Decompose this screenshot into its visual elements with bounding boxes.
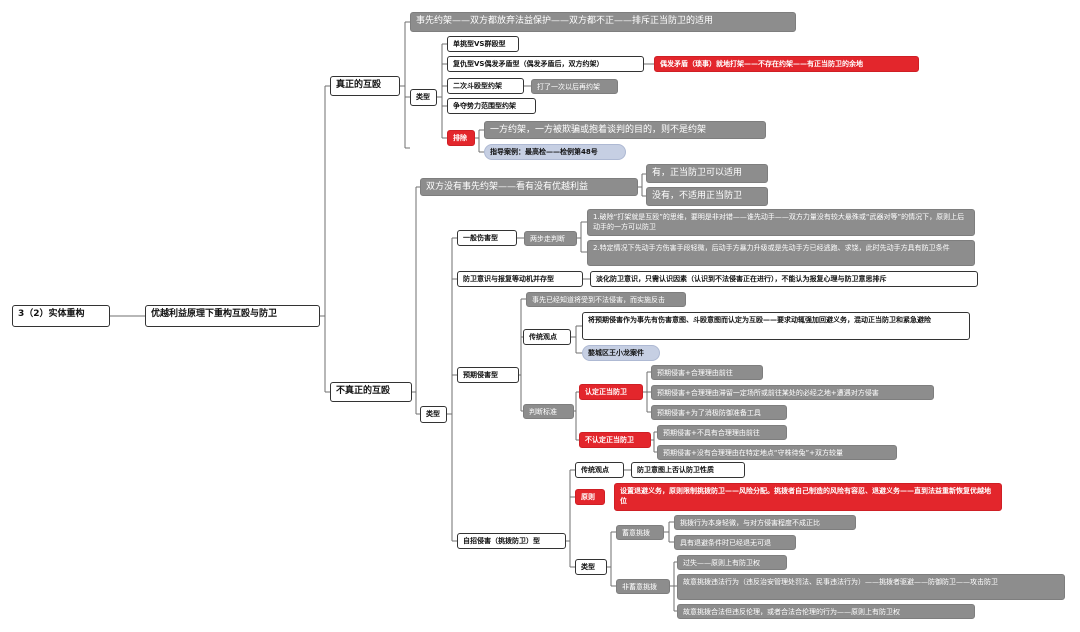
type-revenge-vs-sudden[interactable]: 复仇型VS偶发矛盾型（偶发矛盾后，双方约架） <box>447 56 644 72</box>
self-traditional-view[interactable]: 传统观点 <box>575 462 624 478</box>
recog-criterion-1[interactable]: 预期侵害+合理理由前往 <box>651 365 763 380</box>
type-second-fight[interactable]: 二次斗殴型约架 <box>447 78 524 94</box>
judgment-criteria[interactable]: 判断标准 <box>523 404 574 419</box>
not-recognize-defense-node[interactable]: 不认定正当防卫 <box>579 432 651 448</box>
guiding-case-48[interactable]: 指导案例：最高检——检例第48号 <box>484 144 626 160</box>
root-node[interactable]: 3（2）实体重构 <box>12 305 110 327</box>
defense-revenge-coexist-node[interactable]: 防卫意识与报复等动机并存型 <box>457 271 583 287</box>
anticipated-infringement-node[interactable]: 预期侵害型 <box>457 367 519 383</box>
yes-superior-interest[interactable]: 有，正当防卫可以适用 <box>646 164 768 183</box>
wangxiaolong-case[interactable]: 婺城区王小龙案件 <box>582 345 660 361</box>
self-traditional-text[interactable]: 防卫意图上否认防卫性质 <box>631 462 745 478</box>
not-real-type-node[interactable]: 类型 <box>420 406 447 423</box>
exclude-node[interactable]: 排除 <box>447 130 475 146</box>
real-type-node[interactable]: 类型 <box>410 89 437 106</box>
type-territory[interactable]: 争夺势力范围型约架 <box>447 98 536 114</box>
principle-node[interactable]: 原则 <box>575 489 605 505</box>
coexist-text[interactable]: 淡化防卫意识，只需认识因素（认识到不法侵害正在进行），不能认为报复心理与防卫意思… <box>590 271 978 287</box>
anticipated-traditional-view[interactable]: 传统观点 <box>523 329 571 345</box>
notrecog-criterion-2[interactable]: 预期侵害+没有合理理由在特定地点“守株待兔”+双方较量 <box>657 445 897 460</box>
recog-criterion-2[interactable]: 预期侵害+合理理由滞留一定场所或前往某处的必经之地+遭遇对方侵害 <box>651 385 934 400</box>
principle-text[interactable]: 设置退避义务，原则限制挑拨防卫——风险分配。挑拨者自己制造的风险有容忍、退避义务… <box>614 483 1002 511</box>
no-prior-agreement-node[interactable]: 双方没有事先约架——看有没有优越利益 <box>420 178 638 196</box>
not-real-fight-node[interactable]: 不真正的互殴 <box>330 382 412 402</box>
main-topic-node[interactable]: 优越利益原理下重构互殴与防卫 <box>145 305 320 327</box>
intent-criterion-1[interactable]: 挑拨行为本身轻微，与对方侵害程度不成正比 <box>674 515 856 530</box>
anticipated-knowledge-note[interactable]: 事先已经知道将受到不法侵害，而实施反击 <box>526 292 686 307</box>
step-one-text[interactable]: 1.破除“打架就是互殴”的思维，要明是非对错——谁先动手——双方力量没有较大悬殊… <box>587 209 975 236</box>
sudden-conflict-note[interactable]: 偶发矛盾（琐事）就地打架——不存在约架——有正当防卫的余地 <box>654 56 919 72</box>
recognize-defense-node[interactable]: 认定正当防卫 <box>579 384 643 400</box>
type-single-vs-group[interactable]: 单挑型VS群殴型 <box>447 36 519 52</box>
prior-agreement-node[interactable]: 事先约架——双方都放弃法益保护——双方都不正——排斥正当防卫的适用 <box>410 12 796 32</box>
no-superior-interest[interactable]: 没有，不适用正当防卫 <box>646 187 768 206</box>
intent-criterion-2[interactable]: 具有退避条件时已经退无可退 <box>674 535 796 550</box>
recog-criterion-3[interactable]: 预期侵害+为了消极防御准备工具 <box>651 405 787 420</box>
intentional-provocation[interactable]: 蓄意挑拨 <box>616 525 664 540</box>
nonintent-criterion-1[interactable]: 过失——原则上有防卫权 <box>677 555 787 570</box>
two-step-judgment[interactable]: 两步走判断 <box>524 231 577 246</box>
non-intentional-provocation[interactable]: 非蓄意挑拨 <box>616 579 670 594</box>
nonintent-criterion-2[interactable]: 故意挑拨违法行为（违反治安管理处罚法、民事违法行为）——挑拨者驱避——防御防卫—… <box>677 574 1065 600</box>
exclude-deception-node[interactable]: 一方约架，一方被欺骗或抱着谈判的目的，则不是约架 <box>484 121 766 139</box>
anticipated-traditional-text[interactable]: 将预期侵害作为事先有伤害意图、斗殴意图而认定为互殴——要求动辄强加回避义务，混动… <box>582 312 970 340</box>
self-type-node[interactable]: 类型 <box>575 559 607 575</box>
self-provoked-node[interactable]: 自招侵害（挑拨防卫）型 <box>457 533 566 549</box>
general-injury-node[interactable]: 一般伤害型 <box>457 230 517 246</box>
real-fight-node[interactable]: 真正的互殴 <box>330 76 400 96</box>
notrecog-criterion-1[interactable]: 预期侵害+不具有合理理由前往 <box>657 425 787 440</box>
step-two-text[interactable]: 2.特定情况下先动手方伤害手段轻微，后动手方暴力升级或是先动手方已经逃跑、求饶，… <box>587 240 975 266</box>
second-fight-note[interactable]: 打了一次以后再约架 <box>531 79 618 94</box>
nonintent-criterion-3[interactable]: 故意挑拨合法但违反伦理，或者合法合伦理的行为——原则上有防卫权 <box>677 604 975 619</box>
